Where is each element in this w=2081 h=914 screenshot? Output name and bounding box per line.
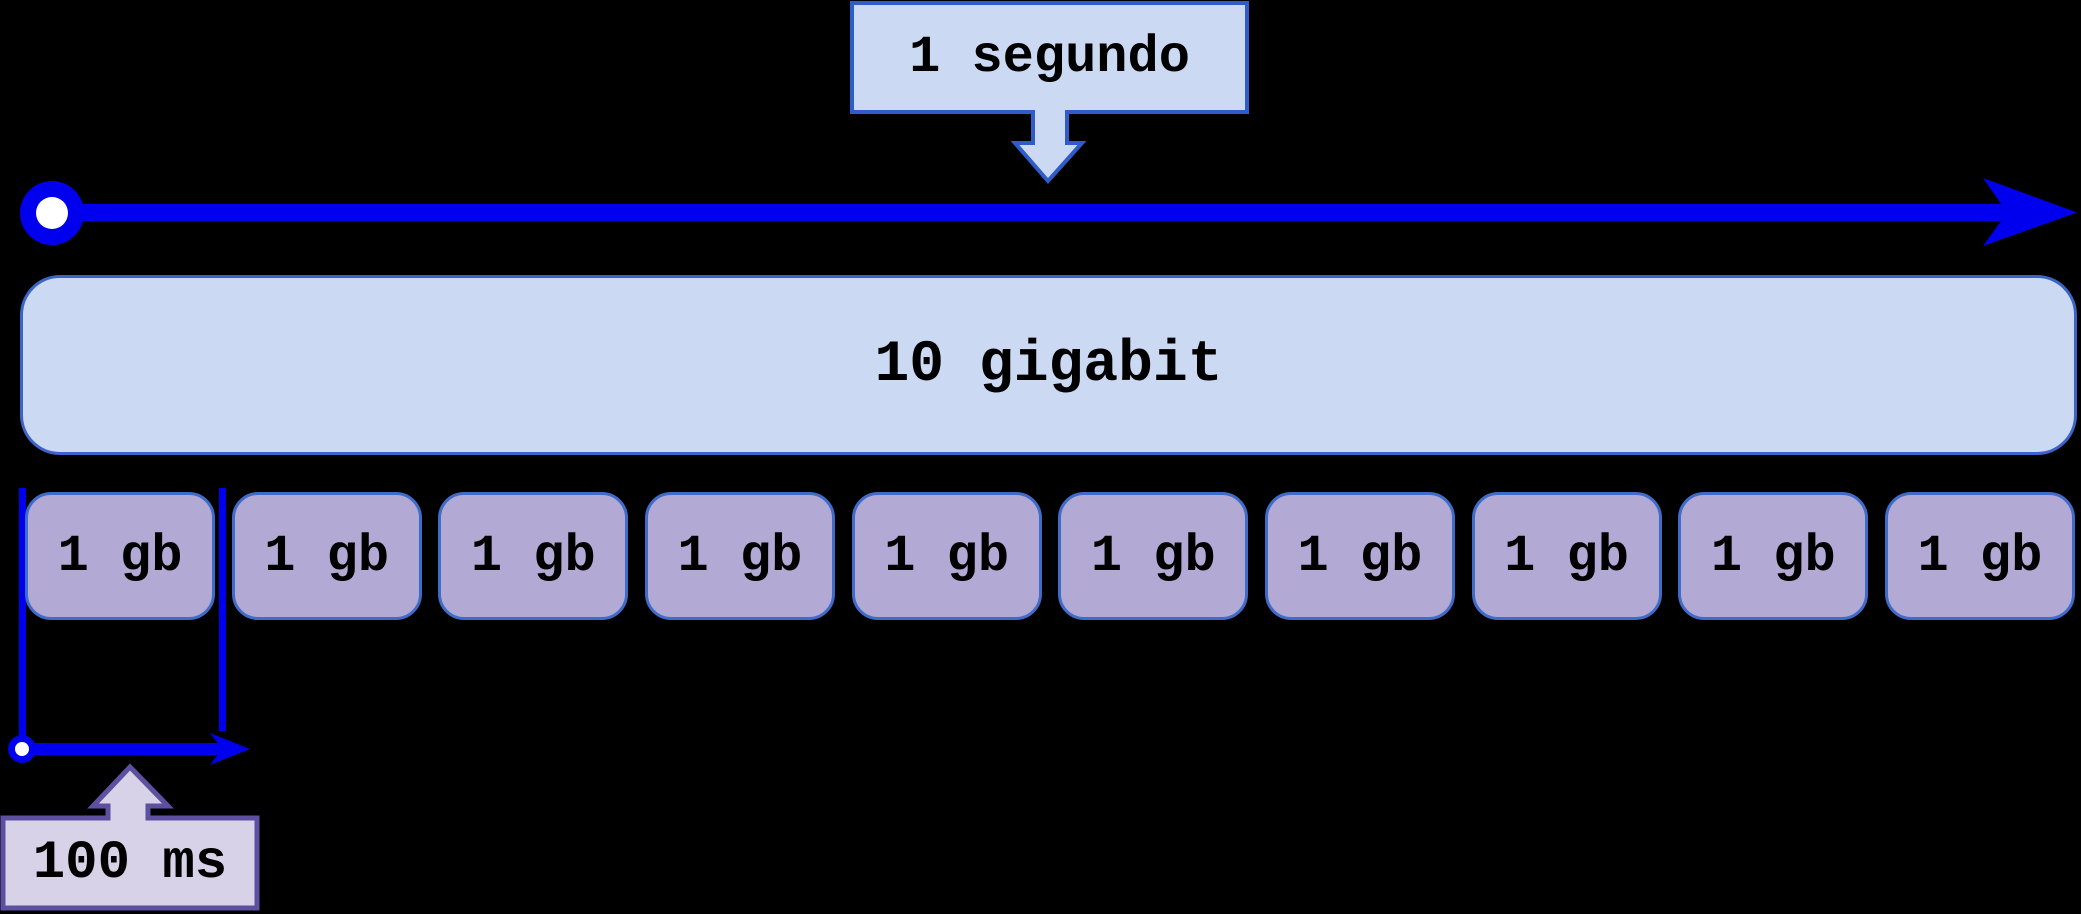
second-callout-label: 1 segundo: [909, 28, 1190, 87]
interval-arrowhead-icon: [210, 733, 250, 765]
gb-block: 1 gb: [25, 492, 215, 620]
gb-block: 1 gb: [851, 492, 1042, 620]
timeline-start-dot-core: [36, 197, 68, 229]
interval-bracket-right: [219, 488, 226, 731]
gb-block: 1 gb: [1058, 492, 1249, 620]
interval-start-dot-core: [15, 742, 29, 756]
bandwidth-bar: 10 gigabit: [20, 275, 2077, 455]
gb-block: 1 gb: [644, 492, 835, 620]
interval-arrow-line: [22, 743, 232, 755]
second-callout-shape: [850, 1, 1249, 185]
timeline-arrowhead-icon: [1983, 178, 2077, 246]
interval-bracket-left: [19, 488, 26, 740]
gb-block: 1 gb: [1471, 492, 1662, 620]
gb-block: 1 gb: [1264, 492, 1455, 620]
timeline-line: [52, 204, 2012, 221]
gb-block: 1 gb: [1678, 492, 1869, 620]
gb-block: 1 gb: [231, 492, 422, 620]
gb-block: 1 gb: [1884, 492, 2075, 620]
interval-callout-label: 100 ms: [32, 832, 228, 894]
interval-callout-shape: [0, 763, 260, 911]
gb-block: 1 gb: [438, 492, 629, 620]
gigabit-blocks-row: 1 gb 1 gb 1 gb 1 gb 1 gb 1 gb 1 gb 1 gb …: [25, 492, 2075, 620]
